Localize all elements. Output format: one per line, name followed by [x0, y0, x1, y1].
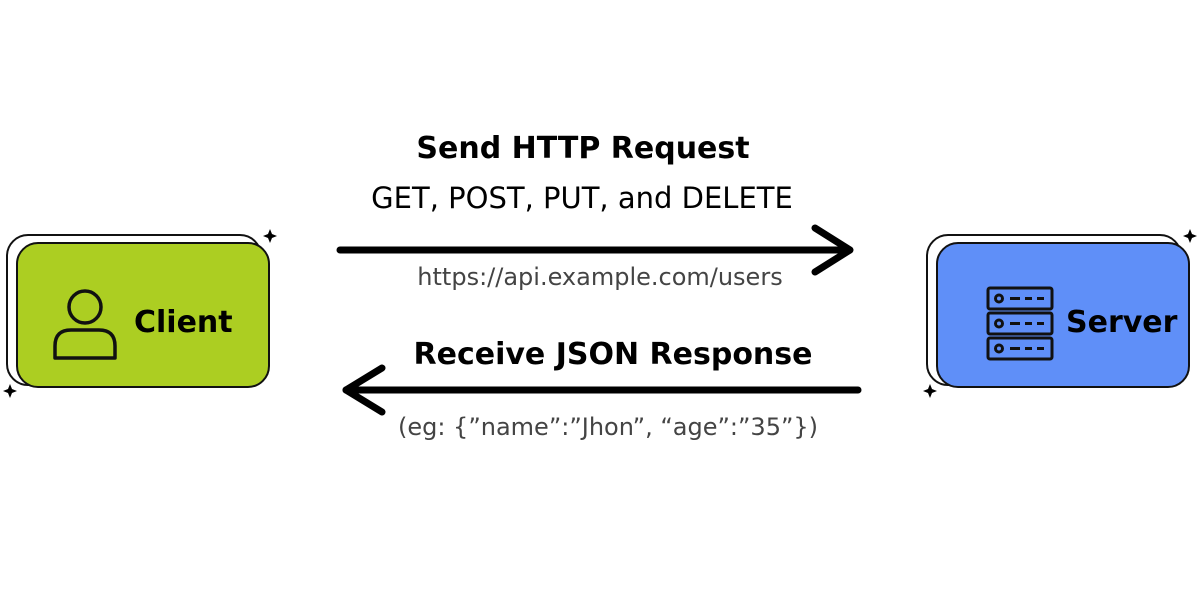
user-icon [53, 289, 117, 360]
server-label: Server [1066, 305, 1178, 340]
server-card: Server [936, 242, 1190, 388]
client-node: Client [6, 234, 270, 388]
client-card: Client [16, 242, 270, 388]
response-arrow [342, 364, 862, 416]
client-label: Client [134, 305, 233, 340]
request-title: Send HTTP Request [416, 131, 750, 166]
response-title: Receive JSON Response [413, 337, 813, 372]
sparkle-icon [923, 384, 937, 398]
request-arrow [336, 224, 854, 276]
request-url: https://api.example.com/users [417, 263, 783, 291]
sparkle-icon [3, 384, 17, 398]
request-methods: GET, POST, PUT, and DELETE [371, 181, 793, 215]
sparkle-icons [3, 229, 1197, 398]
response-example: (eg: {”name”:”Jhon”, “age”:”35”}) [397, 413, 819, 441]
server-rack-icon [986, 286, 1054, 361]
sparkle-icon [1183, 229, 1197, 243]
server-node: Server [926, 234, 1190, 388]
sparkle-icon [263, 229, 277, 243]
